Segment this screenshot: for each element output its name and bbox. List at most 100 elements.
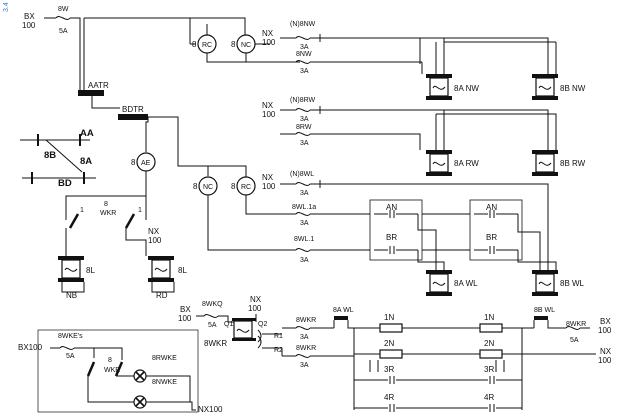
fuse-8wkq: 8WKQ 5A (196, 301, 234, 329)
nx-top-label-2: 100 (262, 38, 276, 47)
svg-text:AE: AE (141, 160, 151, 167)
svg-text:NB: NB (66, 291, 77, 300)
svg-text:8A NW: 8A NW (454, 84, 479, 93)
aatr-relay-bar (78, 90, 104, 96)
svg-text:8NW: 8NW (296, 51, 312, 58)
svg-text:8WKE's: 8WKE's (58, 333, 83, 340)
nc-relay-top: NC 8 (231, 34, 256, 54)
svg-text:8WKR: 8WKR (566, 321, 586, 328)
fuse-8wkr-b: 8WKR 3A (282, 345, 354, 369)
fuse-n8rw: (N)8RW 3A (280, 97, 318, 123)
fuse-8wl1: 8WL.1 3A (280, 236, 318, 264)
machine-8b-wl: 8B WL (532, 270, 585, 296)
svg-text:3A: 3A (300, 116, 309, 123)
fuse-8wl1a: 8WL.1a 3A (280, 204, 318, 227)
svg-text:8WL.1a: 8WL.1a (292, 204, 316, 211)
wl-contact-8b: 8B WL (533, 307, 560, 329)
svg-text:8: 8 (193, 182, 198, 191)
svg-text:AN: AN (386, 203, 397, 212)
bdtr-relay-bar (118, 114, 148, 120)
svg-text:8: 8 (231, 40, 236, 49)
svg-text:Q1: Q1 (224, 321, 233, 328)
track-layout: AA BD 8B 8A (20, 128, 96, 189)
svg-text:8A WL: 8A WL (333, 307, 354, 314)
fuse-8wkes: 8WKE's 5A (50, 333, 123, 360)
svg-text:8B WL: 8B WL (534, 307, 555, 314)
svg-text:4R: 4R (484, 393, 494, 402)
lamp-8rwke: 8RWKE (133, 355, 177, 383)
svg-text:NC: NC (241, 42, 251, 49)
contact-box-left: AN BR (369, 199, 445, 270)
bx-top-feed: BX 100 (22, 12, 36, 30)
nx-rw-label-1: NX (262, 101, 274, 110)
svg-text:3A: 3A (300, 68, 309, 75)
svg-text:8: 8 (104, 201, 108, 208)
svg-text:(N)8RW: (N)8RW (290, 97, 316, 104)
svg-text:RD: RD (156, 291, 168, 300)
machine-8a-wl: 8A WL (426, 270, 478, 296)
svg-text:8W: 8W (58, 6, 69, 13)
svg-text:BD: BD (58, 178, 72, 189)
nx-right-label-2: 100 (598, 356, 612, 365)
svg-text:8: 8 (108, 357, 112, 364)
machine-8b-nw: 8B NW (532, 74, 586, 100)
svg-text:8WKR: 8WKR (296, 345, 316, 352)
bx-wkr-label-2: 100 (178, 314, 192, 323)
machine-8a-rw: 8A RW (426, 150, 479, 176)
svg-text:AA: AA (80, 128, 94, 139)
ae-relay: AE 8 (131, 152, 156, 172)
contact-ladder: 1N 1N 2N 2N 3R 3R 4R 4R (353, 313, 534, 412)
svg-text:8A RW: 8A RW (454, 159, 479, 168)
svg-text:8RWKE: 8RWKE (152, 355, 177, 362)
svg-text:3A: 3A (300, 334, 309, 341)
bx100-wke-label: BX100 (18, 343, 43, 352)
svg-text:BR: BR (486, 233, 497, 242)
contact-1n-right: 1N (470, 313, 512, 333)
fuse-n8wl: (N)8WL 3A (280, 171, 318, 197)
svg-text:RC: RC (202, 42, 212, 49)
svg-text:3R: 3R (384, 365, 394, 374)
contact-2n-right: 2N (470, 339, 522, 359)
rc-relay-lower: RC 8 (231, 176, 256, 196)
svg-text:8B: 8B (44, 150, 56, 161)
svg-text:100: 100 (22, 21, 36, 30)
svg-text:BX: BX (24, 12, 35, 21)
svg-text:8WL.1: 8WL.1 (294, 236, 314, 243)
svg-text:RC: RC (241, 184, 251, 191)
svg-text:(N)8NW: (N)8NW (290, 21, 316, 28)
svg-text:8B RW: 8B RW (560, 159, 586, 168)
nx100-wke-label: NX100 (198, 405, 223, 414)
side-figure-label: 3.4 (3, 2, 10, 12)
svg-text:3A: 3A (300, 44, 309, 51)
svg-text:5A: 5A (208, 322, 217, 329)
svg-text:8WKR: 8WKR (204, 339, 227, 348)
rc-relay-top: RC 8 (192, 34, 217, 54)
svg-text:8: 8 (231, 182, 236, 191)
contact-box-right: AN BR (422, 199, 557, 270)
svg-text:5A: 5A (570, 337, 579, 344)
svg-text:2N: 2N (384, 339, 394, 348)
svg-text:3R: 3R (484, 365, 494, 374)
wkr-contacts-lower: 8 WKR (86, 357, 124, 377)
contact-3r-right: 3R (484, 365, 494, 374)
contact-2n-left: 2N (354, 339, 470, 359)
svg-text:Q2: Q2 (258, 321, 267, 328)
nx-rw-label-2: 100 (262, 110, 276, 119)
bx-wkr-label-1: BX (180, 305, 191, 314)
svg-text:R2: R2 (274, 347, 283, 354)
fuse-n8nw: (N)8NW 3A (280, 21, 318, 51)
aatr-label: AATR (88, 81, 109, 90)
svg-text:8WKQ: 8WKQ (202, 301, 223, 308)
svg-text:5A: 5A (59, 28, 68, 35)
wke-indication-box (37, 329, 199, 413)
fuse-8wkr-a: 8WKR 3A (282, 317, 334, 341)
svg-text:1N: 1N (484, 313, 494, 322)
svg-text:AN: AN (486, 203, 497, 212)
nx-wl-label-2: 100 (262, 182, 276, 191)
svg-text:8B WL: 8B WL (560, 279, 585, 288)
wkr-contacts-center: 8 WKR 1 1 (68, 201, 142, 229)
svg-text:3A: 3A (300, 140, 309, 147)
svg-text:1N: 1N (384, 313, 394, 322)
contact-4r-left: 4R (354, 393, 522, 412)
